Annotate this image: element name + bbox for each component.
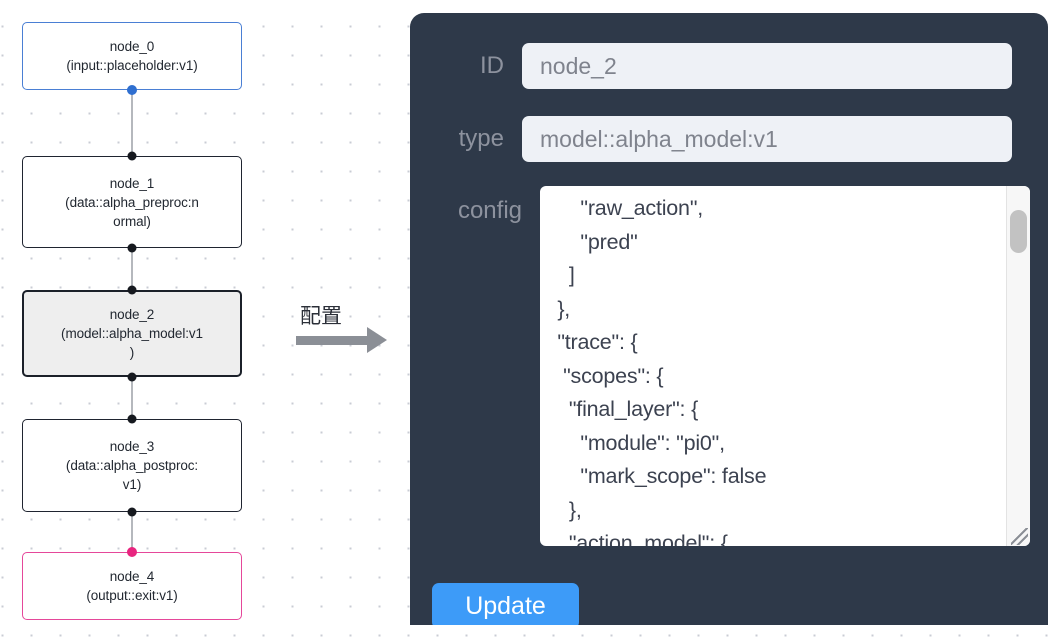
type-input[interactable]	[522, 116, 1012, 162]
type-field-label: type	[458, 125, 504, 152]
graph-node-label: node_3 (data::alpha_postproc: v1)	[65, 439, 199, 492]
graph-node-label: node_4 (output::exit:v1)	[86, 569, 178, 603]
port-node_1-output[interactable]	[127, 243, 137, 253]
port-node_2-input[interactable]	[127, 285, 137, 295]
graph-node-label: node_0 (input::placeholder:v1)	[66, 39, 198, 73]
port-node_2-output[interactable]	[127, 372, 137, 382]
right-arrow-icon-head	[367, 327, 387, 353]
id-input[interactable]	[522, 43, 1012, 89]
graph-node-label: node_1 (data::alpha_preproc:n ormal)	[65, 175, 199, 229]
port-node_3-output[interactable]	[127, 507, 137, 517]
port-node_1-input[interactable]	[127, 151, 137, 161]
field-row-type: type	[410, 116, 1030, 162]
resize-handle-icon[interactable]	[1011, 528, 1028, 545]
node-config-panel: ID type config "raw_action", "pred" ] },…	[410, 13, 1048, 625]
port-node_3-input[interactable]	[127, 414, 137, 424]
edge-node3-node4	[131, 512, 133, 552]
config-scrollbar[interactable]	[1006, 186, 1030, 546]
port-node_4-input[interactable]	[127, 547, 137, 557]
configure-annotation: 配置	[296, 300, 396, 360]
edge-node0-node1	[131, 90, 133, 156]
graph-node-label: node_2 (model::alpha_model:v1 )	[61, 307, 203, 360]
annotation-label: 配置	[300, 305, 342, 328]
graph-node-node_1[interactable]: node_1 (data::alpha_preproc:n ormal)	[22, 156, 242, 248]
graph-node-node_4[interactable]: node_4 (output::exit:v1)	[22, 552, 242, 620]
id-field-label: ID	[480, 52, 504, 79]
field-row-id: ID	[410, 43, 1030, 89]
update-button[interactable]: Update	[432, 583, 579, 625]
config-textarea[interactable]: "raw_action", "pred" ] }, "trace": { "sc…	[540, 186, 1030, 546]
graph-node-node_2[interactable]: node_2 (model::alpha_model:v1 )	[22, 290, 242, 377]
config-field-label: config	[457, 197, 522, 224]
edge-node1-node2	[131, 248, 133, 290]
config-textarea-content[interactable]: "raw_action", "pred" ] }, "trace": { "sc…	[557, 196, 767, 546]
right-arrow-icon-shaft	[296, 336, 368, 345]
port-node_0-output[interactable]	[127, 85, 137, 95]
config-scrollbar-thumb[interactable]	[1010, 210, 1027, 253]
graph-node-node_3[interactable]: node_3 (data::alpha_postproc: v1)	[22, 419, 242, 512]
edge-node2-node3	[131, 377, 133, 419]
graph-node-node_0[interactable]: node_0 (input::placeholder:v1)	[22, 22, 242, 90]
